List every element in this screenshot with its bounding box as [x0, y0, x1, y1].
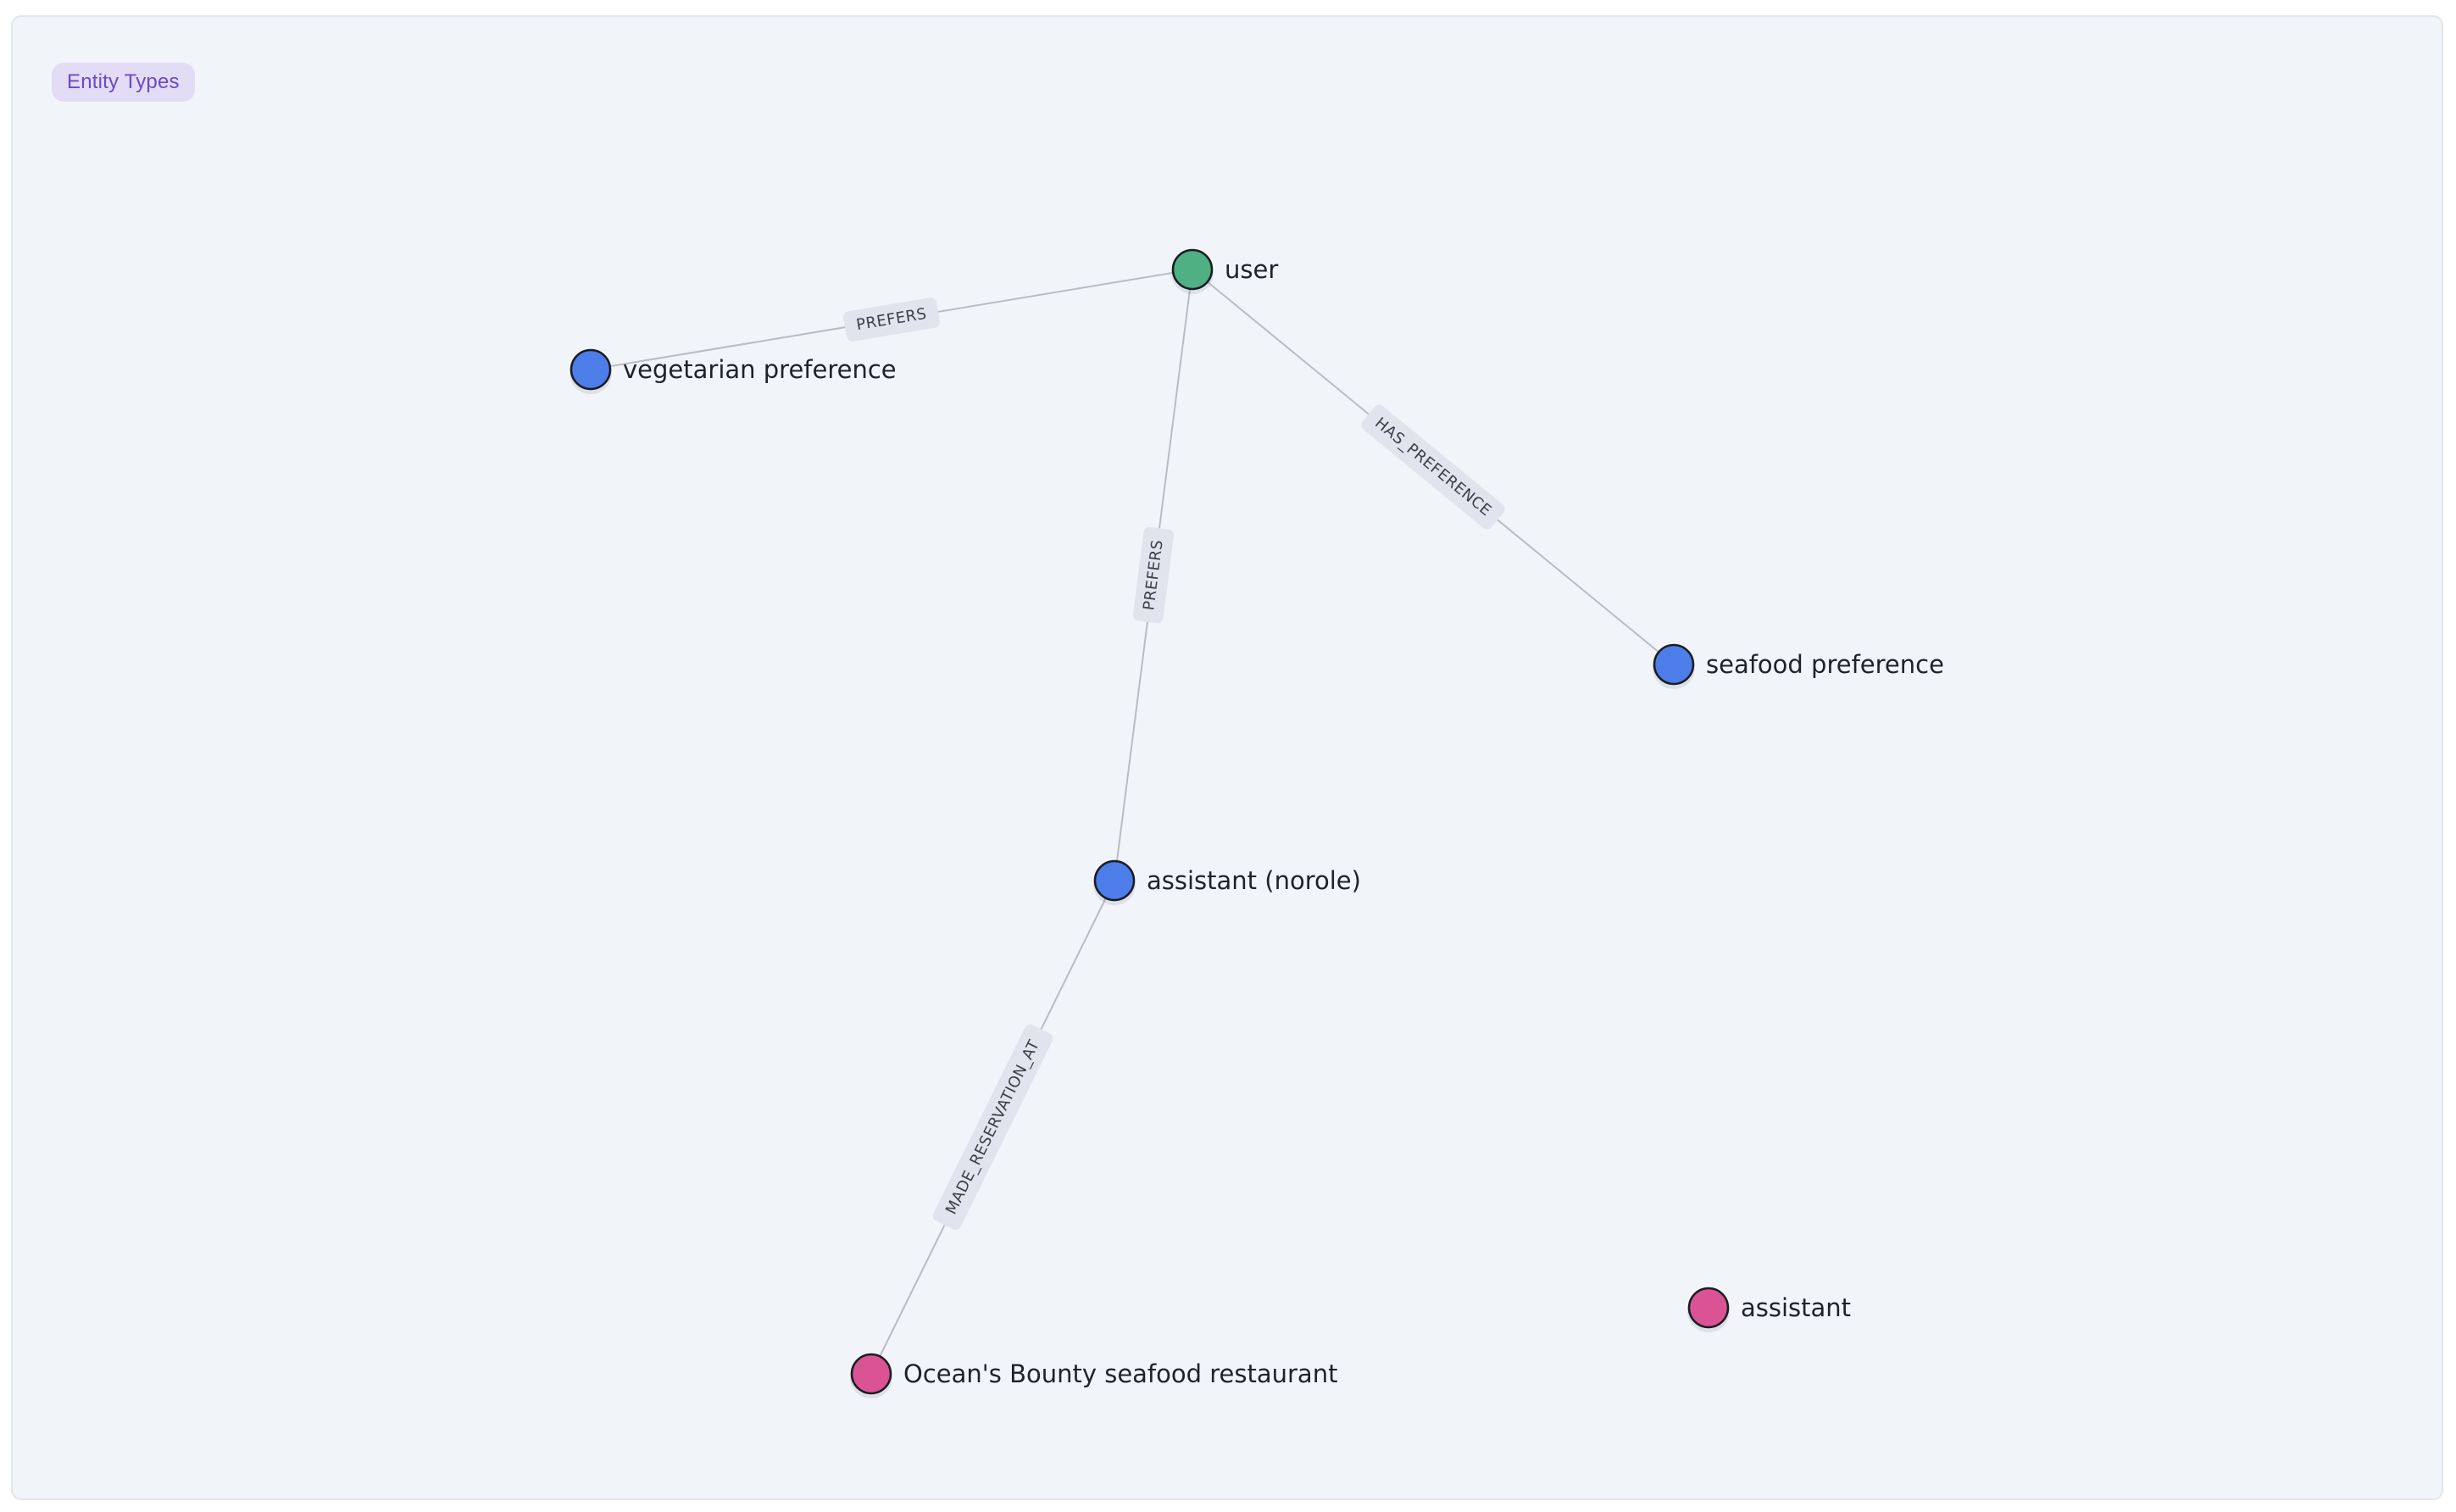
node-seafood[interactable]: seafood preference	[1653, 643, 1944, 689]
node-circle[interactable]	[850, 1353, 892, 1395]
edge-label-text: HAS_PREFERENCE	[1371, 414, 1495, 520]
edge-label: PREFERS	[843, 297, 940, 342]
edge-prefers[interactable]: PREFERS	[590, 269, 1193, 370]
node-user[interactable]: user	[1171, 248, 1278, 294]
edge-label-background	[1132, 526, 1175, 624]
edge-label: PREFERS	[1132, 526, 1175, 624]
edge-label-background	[843, 297, 940, 342]
node-circle[interactable]	[1653, 643, 1695, 686]
edge-label: MADE_RESERVATION_AT	[932, 1024, 1053, 1231]
edge-label: HAS_PREFERENCE	[1361, 404, 1505, 530]
edge-label-background	[932, 1024, 1053, 1231]
entity-types-button[interactable]: Entity Types	[52, 63, 195, 102]
node-circle[interactable]	[1093, 859, 1136, 902]
node-label: assistant	[1741, 1293, 1851, 1322]
edge-prefers[interactable]: PREFERS	[1114, 269, 1193, 881]
node-veg[interactable]: vegetarian preference	[570, 348, 897, 394]
node-assistant[interactable]: assistant	[1687, 1287, 1851, 1332]
node-oceans[interactable]: Ocean's Bounty seafood restaurant	[850, 1353, 1337, 1398]
nodes-layer: user vegetarian preference seafood prefere…	[570, 248, 1944, 1398]
edge-has-preference[interactable]: HAS_PREFERENCE	[1192, 269, 1675, 665]
node-label: user	[1225, 255, 1278, 284]
node-assistant-norole[interactable]: assistant (norole)	[1093, 859, 1361, 905]
edges-layer: PREFERS HAS_PREFERENCE PREFERS MADE_RESERVA…	[590, 269, 1675, 1375]
node-circle[interactable]	[1687, 1287, 1730, 1329]
edge-made-reservation-at[interactable]: MADE_RESERVATION_AT	[870, 880, 1115, 1375]
edge-label-background	[1361, 404, 1505, 530]
graph-canvas[interactable]: Entity Types	[11, 15, 2443, 1500]
edge-label-text: MADE_RESERVATION_AT	[942, 1037, 1043, 1217]
node-circle[interactable]	[1171, 248, 1214, 291]
node-label: seafood preference	[1706, 650, 1944, 679]
node-circle[interactable]	[570, 348, 612, 391]
node-label: vegetarian preference	[623, 355, 897, 384]
node-label: Ocean's Bounty seafood restaurant	[903, 1359, 1337, 1388]
node-label: assistant (norole)	[1147, 866, 1361, 895]
